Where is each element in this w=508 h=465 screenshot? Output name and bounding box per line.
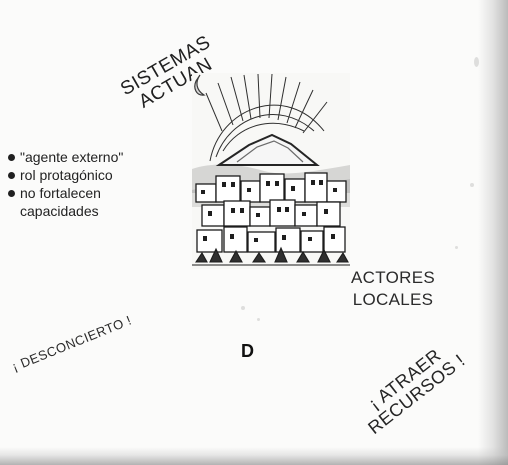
attract-resources-label: ¡ ATRAER RECURSOS ! xyxy=(344,329,478,445)
village-volcano-illustration xyxy=(192,73,350,269)
bullet-text: "agente externo" xyxy=(20,148,123,166)
scan-shadow-right xyxy=(478,0,508,465)
bullet-text: rol protagónico xyxy=(20,166,113,184)
scan-speck xyxy=(455,246,458,249)
bullet-item: rol protagónico xyxy=(8,166,204,184)
village-volcano-drawing xyxy=(192,73,350,269)
local-label-line-2: LOCALES xyxy=(346,289,440,311)
scan-speck xyxy=(474,57,479,67)
center-letter: D xyxy=(241,341,254,362)
local-label-line-1: ACTORES xyxy=(346,267,440,289)
confusion-label: ¡ DESCONCIERTO ! xyxy=(10,281,212,374)
bullet-text: no fortalecen capacidades xyxy=(20,184,101,220)
bullet-dot-icon xyxy=(8,190,15,197)
scan-speck xyxy=(257,318,260,321)
bullet-dot-icon xyxy=(8,172,15,179)
village-buildings xyxy=(196,173,346,252)
bullet-item: no fortalecen capacidades xyxy=(8,184,204,220)
bullet-dot-icon xyxy=(8,154,15,161)
bullet-item: "agente externo" xyxy=(8,148,204,166)
local-actors-label: ACTORES LOCALES xyxy=(346,267,440,311)
external-agent-bullet-list: "agente externo" rol protagónico no fort… xyxy=(8,148,204,220)
scan-speck xyxy=(241,306,245,310)
scan-speck xyxy=(470,183,474,187)
scan-shadow-bottom xyxy=(0,447,508,465)
